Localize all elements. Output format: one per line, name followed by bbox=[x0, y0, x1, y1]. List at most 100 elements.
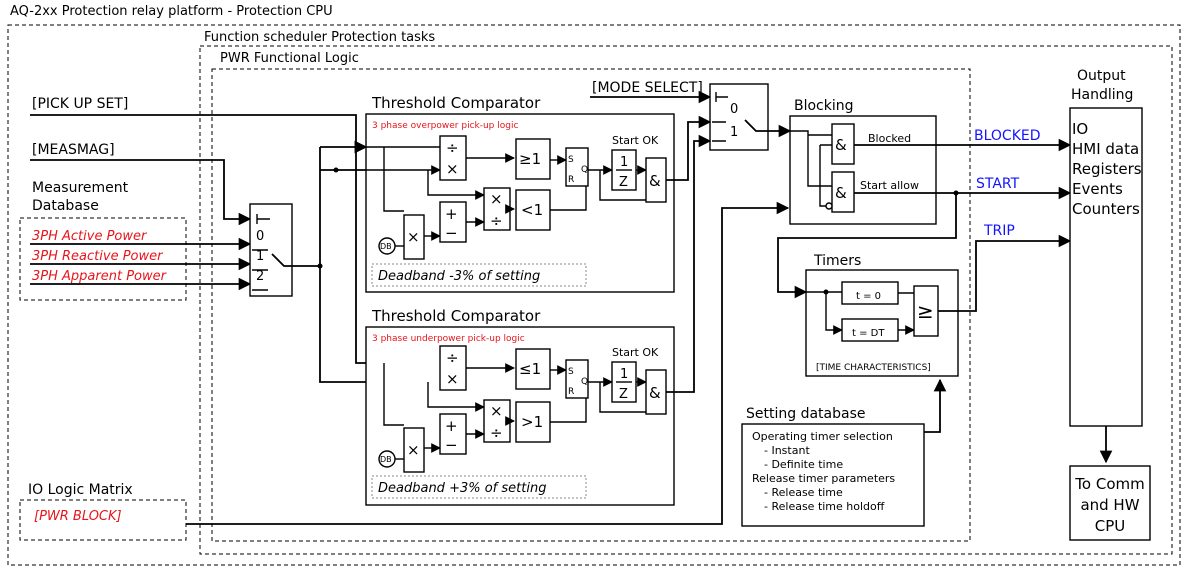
wire bbox=[715, 92, 728, 102]
upper-mul-sym: × bbox=[446, 160, 459, 178]
wire bbox=[599, 170, 646, 201]
wire bbox=[427, 170, 485, 200]
lower-comp-title: Threshold Comparator bbox=[371, 307, 541, 325]
upper-div-sym: ÷ bbox=[446, 139, 459, 157]
upper-cmp1: ≥1 bbox=[519, 150, 541, 168]
lower-divider bbox=[439, 345, 467, 391]
upper-one: 1 bbox=[620, 155, 628, 170]
selector-ticks bbox=[252, 249, 268, 291]
upper-deadband: Deadband -3% of setting bbox=[378, 269, 540, 284]
upper-db: DB bbox=[380, 242, 392, 251]
lower-minus: − bbox=[445, 436, 458, 454]
upper-mul-block bbox=[403, 214, 425, 260]
upper-and-sym: & bbox=[649, 172, 661, 190]
wire bbox=[806, 291, 842, 330]
meas-item-reactive: 3PH Reactive Power bbox=[32, 249, 164, 264]
lower-s: S bbox=[568, 367, 574, 377]
meas-item-active: 3PH Active Power bbox=[32, 229, 148, 244]
upper-start-ok: Start OK bbox=[612, 134, 659, 147]
io-logic-item: [PWR BLOCK] bbox=[34, 509, 122, 524]
measmag-line bbox=[30, 159, 252, 226]
timer-tdt-label: t = DT bbox=[852, 328, 885, 339]
upper-mul2: × bbox=[490, 190, 503, 208]
output-item-registers: Registers bbox=[1072, 160, 1142, 178]
lower-cmp2: >1 bbox=[521, 413, 543, 431]
lower-plus: + bbox=[445, 417, 458, 435]
blocking-block bbox=[789, 115, 937, 225]
setting-line-4: - Release time bbox=[764, 486, 843, 499]
wire bbox=[712, 121, 726, 142]
lower-z: Z bbox=[619, 387, 628, 402]
wire bbox=[383, 147, 404, 212]
lower-deadband-box bbox=[371, 475, 587, 499]
measurement-db-title-2: Database bbox=[32, 198, 99, 214]
lower-r: R bbox=[568, 387, 574, 397]
lower-div2: ÷ bbox=[490, 424, 503, 442]
scheduler-label: Function scheduler Protection tasks bbox=[204, 30, 435, 45]
pwr-logic-frame bbox=[211, 68, 971, 542]
comm-cpu-3: CPU bbox=[1095, 517, 1126, 535]
pwr-logic-label: PWR Functional Logic bbox=[220, 51, 359, 66]
output-title-1: Output bbox=[1077, 68, 1126, 84]
allow-and-sym: & bbox=[835, 184, 847, 202]
upper-divider bbox=[439, 135, 467, 181]
setting-line-0: Operating timer selection bbox=[752, 430, 893, 443]
upper-r: R bbox=[568, 175, 574, 185]
timer-t0-label: t = 0 bbox=[856, 291, 881, 302]
upper-sr-latch bbox=[565, 147, 589, 187]
scheduler-frame bbox=[199, 45, 1173, 555]
setting-line-3: Release timer parameters bbox=[752, 472, 895, 485]
lower-cmp1: ≤1 bbox=[519, 360, 541, 378]
wire bbox=[790, 130, 832, 207]
setting-db-title: Setting database bbox=[746, 406, 866, 422]
upper-div2: ÷ bbox=[490, 212, 503, 230]
mode-in-1: 1 bbox=[730, 125, 738, 140]
lower-mul3: × bbox=[407, 441, 420, 459]
wire bbox=[744, 119, 792, 138]
lower-q: Q bbox=[581, 377, 588, 387]
lower-one: 1 bbox=[620, 367, 628, 382]
comm-cpu-2: and HW bbox=[1080, 496, 1139, 514]
output-item-events: Events bbox=[1072, 180, 1123, 198]
lower-mul-block bbox=[403, 427, 425, 473]
blocked-and bbox=[831, 123, 855, 165]
allow-and bbox=[831, 171, 855, 213]
comm-cpu-1: To Comm bbox=[1074, 475, 1144, 493]
io-logic-frame bbox=[19, 499, 187, 541]
wire bbox=[938, 234, 1072, 312]
meas-item-apparent: 3PH Apparent Power bbox=[32, 269, 168, 284]
selector-in-2: 2 bbox=[256, 269, 264, 284]
upper-ge-block bbox=[515, 138, 551, 180]
out-blocked: BLOCKED bbox=[974, 128, 1041, 144]
start-allow-label: Start allow bbox=[860, 179, 919, 192]
lower-start-ok: Start OK bbox=[612, 346, 659, 359]
selector-in-0: 0 bbox=[256, 229, 264, 244]
upper-s: S bbox=[568, 155, 574, 165]
wire bbox=[599, 382, 646, 413]
upper-minus: − bbox=[445, 224, 458, 242]
setting-line-1: - Instant bbox=[764, 444, 810, 457]
lower-deadband: Deadband +3% of setting bbox=[378, 481, 546, 496]
upper-sum bbox=[439, 201, 467, 243]
timer-ge bbox=[913, 285, 939, 337]
lower-gt-block bbox=[515, 401, 551, 443]
comm-cpu-box bbox=[1069, 465, 1151, 541]
wire bbox=[186, 201, 790, 525]
upper-lt-block bbox=[515, 189, 551, 231]
timer-characteristics: [TIME CHARACTERISTICS] bbox=[816, 363, 931, 373]
upper-plus: + bbox=[445, 205, 458, 223]
output-handling bbox=[1069, 107, 1143, 427]
io-logic-title: IO Logic Matrix bbox=[28, 482, 133, 498]
output-title-2: Handling bbox=[1071, 87, 1133, 103]
mode-in-0: 0 bbox=[730, 102, 738, 117]
pick-up-set-label: [PICK UP SET] bbox=[32, 96, 128, 112]
mode-select-label: [MODE SELECT] bbox=[592, 80, 703, 96]
selector-in-1: 1 bbox=[256, 249, 264, 264]
wire bbox=[666, 115, 712, 181]
lower-mul-sym: × bbox=[446, 370, 459, 388]
setting-line-2: - Definite time bbox=[764, 458, 843, 471]
upper-deadband-box bbox=[371, 263, 587, 287]
timers-title: Timers bbox=[813, 253, 861, 269]
blocked-and-sym: & bbox=[835, 136, 847, 154]
